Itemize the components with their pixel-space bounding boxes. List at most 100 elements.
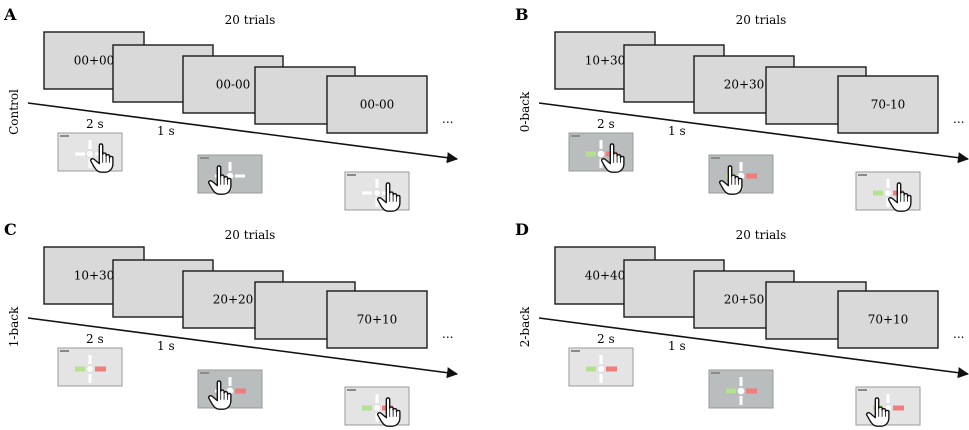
red-response-bar <box>95 366 106 372</box>
panel-letter: B <box>515 5 529 24</box>
pointing-hand-icon <box>600 143 625 173</box>
stimulus-screen-1 <box>568 132 634 173</box>
card-equation: 70-10 <box>871 98 906 112</box>
timeline-arrow <box>27 102 459 164</box>
trials-label: 20 trials <box>225 13 276 27</box>
screen-header-text <box>60 135 69 137</box>
duration-2s-label: 2 s <box>597 332 615 346</box>
screen-header-text <box>571 135 580 137</box>
panel-letter: A <box>3 5 17 24</box>
trials-label: 20 trials <box>736 228 787 242</box>
green-response-bar <box>362 405 372 411</box>
duration-2s-label: 2 s <box>597 117 615 131</box>
arm-up <box>739 377 743 386</box>
green-response-bar <box>726 388 736 394</box>
stimulus-card-5 <box>326 75 428 134</box>
panel-letter: D <box>515 220 529 239</box>
arm-down <box>375 413 379 422</box>
duration-1s-label: 1 s <box>157 339 175 353</box>
center-dot <box>597 365 605 373</box>
arm-up <box>88 355 92 364</box>
center-dot <box>373 189 381 197</box>
continuation-ellipsis: ... <box>442 112 453 126</box>
arm-up <box>88 140 92 149</box>
pointing-hand-icon <box>865 397 890 427</box>
arm-down <box>88 374 92 383</box>
center-dot <box>373 404 381 412</box>
screen-header-text <box>200 157 209 159</box>
panel-letter: C <box>4 220 17 239</box>
arm-up <box>228 162 232 171</box>
pointing-hand-icon <box>207 165 232 195</box>
duration-1s-label: 1 s <box>668 339 686 353</box>
arm-up <box>599 140 603 149</box>
stimulus-card-5 <box>326 290 428 349</box>
green-response-bar <box>75 366 85 372</box>
arm-up <box>375 179 379 188</box>
card-equation: 70+10 <box>357 313 398 327</box>
continuation-ellipsis: ... <box>442 327 453 341</box>
arm-down <box>739 396 743 405</box>
green-response-bar <box>586 151 596 157</box>
pointing-hand-icon <box>887 182 912 212</box>
arm-up <box>739 162 743 171</box>
stimulus-screen-2 <box>197 369 263 410</box>
condition-label: Control <box>7 89 21 135</box>
card-equation: 10+30 <box>74 269 115 283</box>
stimulus-screen-3 <box>344 386 410 427</box>
stimulus-screen-3 <box>344 171 410 212</box>
arm-up <box>228 377 232 386</box>
screen-header-text <box>60 350 69 352</box>
red-response-bar <box>235 388 246 394</box>
stimulus-screen-1 <box>568 347 634 387</box>
pointing-hand-icon <box>89 143 114 173</box>
condition-label: 0-back <box>518 91 532 132</box>
card-equation: 20+50 <box>724 293 765 307</box>
arm-left <box>362 191 372 195</box>
arm-down <box>886 198 890 207</box>
arm-down <box>599 159 603 168</box>
duration-2s-label: 2 s <box>86 332 104 346</box>
screen-header-text <box>571 350 580 352</box>
timeline-arrow <box>538 317 969 379</box>
arm-up <box>375 394 379 403</box>
arm-down <box>88 159 92 168</box>
red-response-bar <box>746 388 757 394</box>
screen-header-text <box>711 372 720 374</box>
duration-2s-label: 2 s <box>86 117 104 131</box>
arm-left <box>75 152 85 156</box>
red-response-bar <box>893 405 904 411</box>
screen-header-text <box>858 174 867 176</box>
arm-up <box>886 394 890 403</box>
stimulus-card-5 <box>837 75 939 134</box>
green-response-bar <box>873 190 883 196</box>
screen-header-text <box>347 174 356 176</box>
arm-up <box>599 355 603 364</box>
condition-label: 2-back <box>518 306 532 347</box>
pointing-hand-icon <box>376 182 401 212</box>
pointing-hand-icon <box>207 380 232 410</box>
arm-down <box>599 374 603 383</box>
arm-up <box>886 179 890 188</box>
duration-1s-label: 1 s <box>668 124 686 138</box>
red-response-bar <box>606 366 617 372</box>
pointing-hand-icon <box>718 165 743 195</box>
center-dot <box>86 150 94 158</box>
screen-header-text <box>858 389 867 391</box>
card-equation: 20+20 <box>213 293 254 307</box>
card-equation: 00+00 <box>74 54 115 68</box>
center-dot <box>597 150 605 158</box>
timeline-arrow <box>27 317 459 379</box>
center-dot <box>737 387 745 395</box>
stimulus-screen-3 <box>855 386 921 427</box>
duration-1s-label: 1 s <box>157 124 175 138</box>
stimulus-screen-1 <box>57 132 123 173</box>
stimulus-screen-2 <box>197 154 263 195</box>
center-dot <box>86 365 94 373</box>
screen-header-text <box>347 389 356 391</box>
